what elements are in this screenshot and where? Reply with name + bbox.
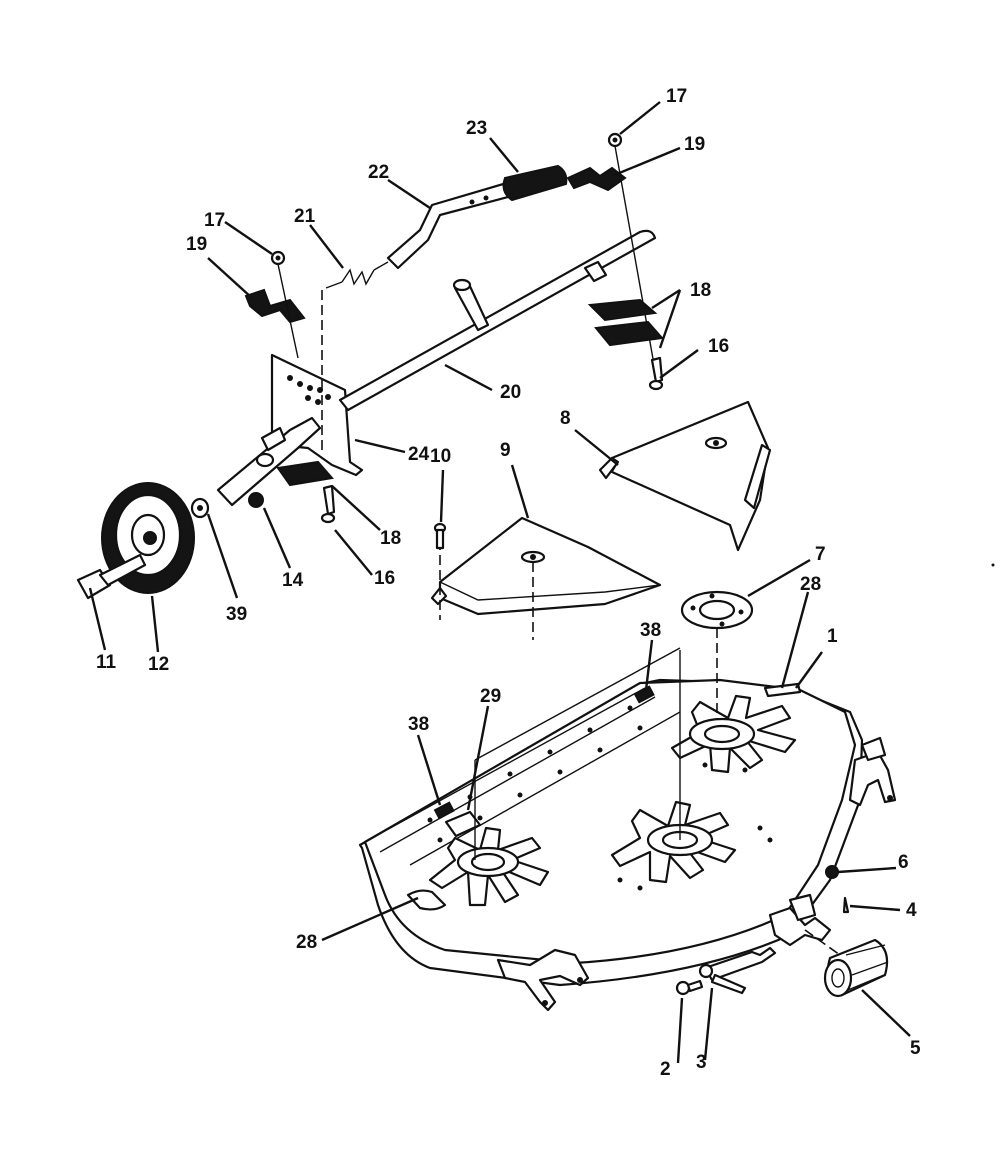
- deck-rivets: [427, 705, 773, 891]
- belt-cover-9: [430, 516, 662, 616]
- callout-24: 24: [408, 444, 430, 465]
- hanger-bracket-19-right: [566, 166, 627, 192]
- bolt-16-lower: [320, 484, 336, 524]
- deck-slot-left: [406, 889, 447, 911]
- front-left-bracket: [496, 948, 590, 1012]
- wheel-12: [101, 482, 195, 594]
- mower-deck: [358, 678, 897, 1012]
- callout-8: 8: [560, 408, 571, 429]
- callout-23: 23: [466, 118, 487, 139]
- spring-21: [325, 261, 389, 289]
- front-right-bracket: [768, 893, 832, 947]
- edge-mark: [991, 563, 995, 567]
- handle-grip-23: [502, 164, 568, 202]
- callout-19-left: 19: [186, 234, 207, 255]
- callout-16-upper: 16: [708, 336, 729, 357]
- deck-pad-29: [444, 810, 482, 838]
- callout-labels: 1 2 3 4 5 6 7 8 9 10 11 12 14 16 16 17 1…: [96, 86, 921, 1080]
- callout-1: 1: [827, 626, 838, 647]
- left-spindle-mount: [428, 826, 550, 907]
- callout-9: 9: [500, 440, 511, 461]
- hanger-line-left: [277, 263, 299, 359]
- callout-29: 29: [480, 686, 501, 707]
- callout-21: 21: [294, 206, 316, 227]
- nut-17-right: [607, 132, 623, 148]
- callout-4: 4: [906, 900, 917, 921]
- spacer-18-upper-a: [587, 298, 658, 322]
- callout-28-left: 28: [296, 932, 317, 953]
- roller-axis-line: [804, 929, 841, 956]
- callout-5: 5: [910, 1038, 921, 1059]
- bolt-10: [433, 522, 447, 550]
- callout-6: 6: [898, 852, 909, 873]
- callout-38-right: 38: [640, 620, 661, 641]
- deck-slot-right: [763, 682, 802, 698]
- axle-bolt-11: [76, 553, 147, 600]
- leader-lines: [88, 101, 911, 1064]
- spacer-18-upper-b: [594, 320, 664, 347]
- callout-3: 3: [696, 1052, 707, 1073]
- axle-arm: [216, 416, 322, 507]
- deck-pad-38-right: [633, 685, 655, 704]
- callout-38-left: 38: [408, 714, 429, 735]
- callout-2: 2: [660, 1059, 671, 1080]
- belt-cover-8: [598, 400, 772, 552]
- gauge-roller: [823, 938, 889, 998]
- washer-39: [190, 497, 210, 519]
- callout-17-left: 17: [204, 210, 225, 231]
- nut-14: [248, 492, 264, 508]
- callout-10: 10: [430, 446, 451, 467]
- callout-19-right: 19: [684, 134, 705, 155]
- hanger-bracket-19-left: [244, 288, 306, 324]
- callout-39: 39: [226, 604, 247, 625]
- cotter-pin-4: [842, 896, 850, 914]
- spacer-18-lower: [276, 460, 334, 487]
- bearing-plate-7: [680, 590, 754, 630]
- callout-7: 7: [815, 544, 826, 565]
- bolt-16-upper: [648, 356, 664, 391]
- lift-rod-20: [338, 229, 657, 412]
- callout-16-lower: 16: [374, 568, 395, 589]
- small-bolt-2: [675, 979, 704, 996]
- lever-handle-22: [386, 180, 514, 270]
- right-spindle-mount: [670, 694, 797, 774]
- callout-12: 12: [148, 654, 169, 675]
- small-nut-6: [825, 865, 839, 879]
- callout-17-right: 17: [666, 86, 687, 107]
- roller-axle: [698, 946, 777, 995]
- spindle-line-left: [474, 647, 681, 761]
- callout-11: 11: [96, 652, 117, 673]
- callout-18-upper: 18: [690, 280, 711, 301]
- callout-14: 14: [282, 570, 304, 591]
- callout-20: 20: [500, 382, 521, 403]
- callout-22: 22: [368, 162, 389, 183]
- nut-17-left: [270, 250, 286, 266]
- right-side-brackets: [848, 736, 897, 807]
- callout-18-lower: 18: [380, 528, 401, 549]
- callout-28-right: 28: [800, 574, 821, 595]
- deck-pad-38-left: [433, 801, 455, 820]
